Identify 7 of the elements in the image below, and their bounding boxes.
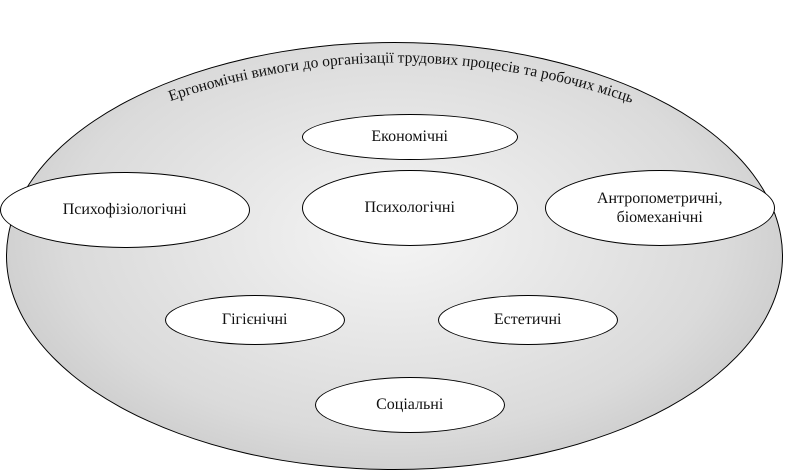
node-label: Естетичні (492, 310, 562, 330)
node-label: Соціальні (375, 395, 444, 414)
node-label: Гігієнічні (220, 310, 288, 330)
node-label: Психологічні (363, 198, 456, 218)
node-label: Антропометричні, біомеханічні (596, 188, 724, 227)
node-label: Психофізіологічні (62, 200, 188, 220)
node-label: Економічні (370, 127, 449, 146)
